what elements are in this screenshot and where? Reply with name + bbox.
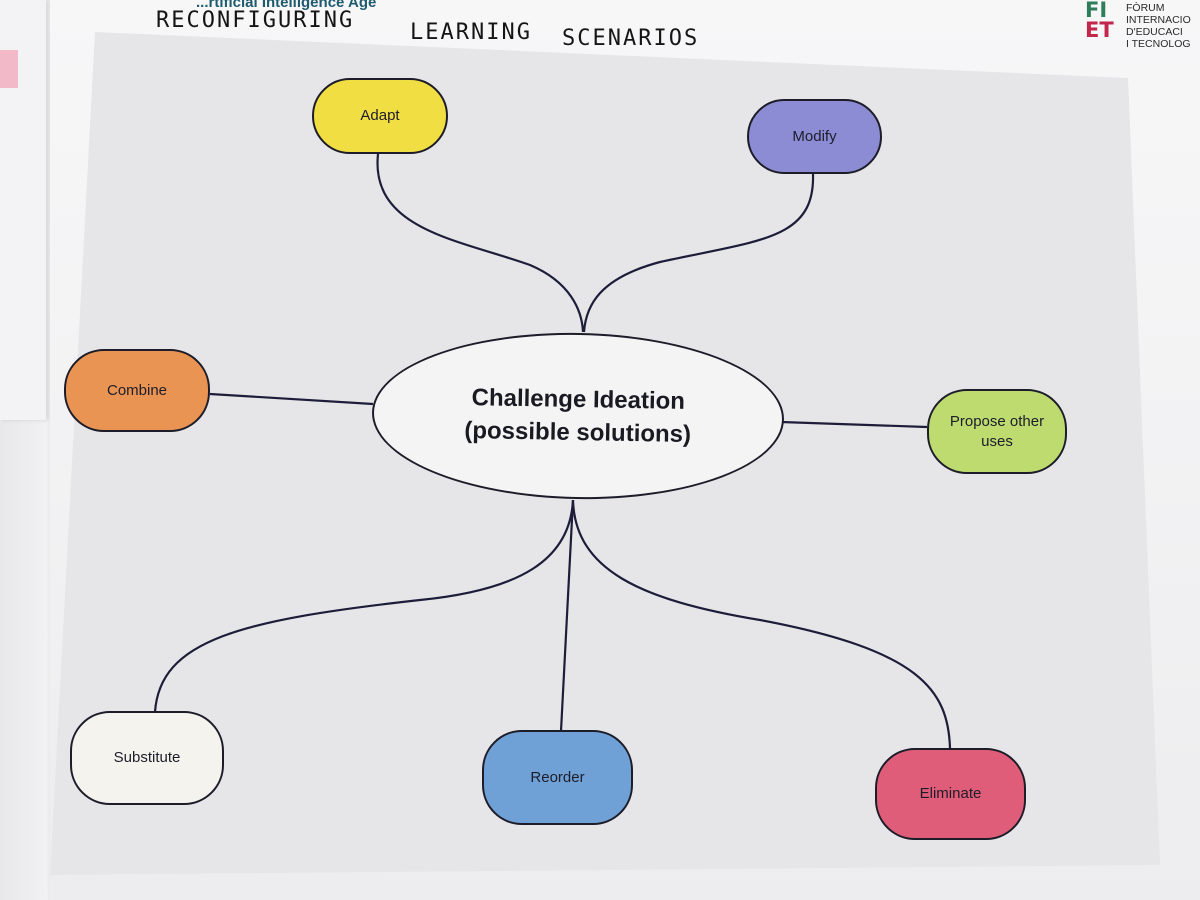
- pink-note: [0, 50, 18, 88]
- central-node-line-1: Challenge Ideation: [471, 384, 686, 415]
- node-eliminate: Eliminate: [875, 748, 1026, 840]
- node-adapt: Adapt: [312, 78, 448, 154]
- node-substitute-label: Substitute: [113, 749, 181, 766]
- logo-mark-bottom: ET: [1085, 18, 1114, 42]
- node-adapt-label: Adapt: [360, 107, 400, 124]
- node-modify-label: Modify: [792, 127, 837, 145]
- node-reorder-label: Reorder: [530, 768, 585, 786]
- node-propose-other-uses: Propose other uses: [927, 389, 1067, 474]
- fiet-logo: FI ET FÒRUM INTERNACIO D'EDUCACI I TECNO…: [1085, 0, 1200, 60]
- logo-mark-top: FI: [1085, 0, 1108, 22]
- logo-text: FÒRUM INTERNACIO D'EDUCACI I TECNOLOG: [1126, 2, 1191, 50]
- node-combine: Combine: [64, 349, 210, 432]
- node-eliminate-label: Eliminate: [919, 785, 982, 802]
- handwritten-title-word-2: LEARNING: [410, 20, 532, 45]
- event-title: ...rtificial Intelligence Age: [196, 0, 377, 11]
- fiet-logo-mark: FI ET: [1085, 0, 1114, 42]
- logo-line-1: FÒRUM: [1126, 2, 1165, 14]
- node-substitute: Substitute: [70, 711, 224, 805]
- node-propose-label: Propose other uses: [949, 412, 1045, 450]
- handwritten-title-word-1: RECONFIGURING: [156, 8, 355, 33]
- central-node-line-2: (possible solutions): [464, 417, 692, 448]
- node-reorder: Reorder: [482, 730, 633, 825]
- handwritten-title-word-3: SCENARIOS: [562, 26, 700, 51]
- logo-line-4: I TECNOLOG: [1126, 38, 1191, 50]
- logo-line-3: D'EDUCACI: [1126, 26, 1183, 38]
- logo-line-2: INTERNACIO: [1126, 14, 1191, 26]
- node-combine-label: Combine: [106, 381, 168, 399]
- node-modify: Modify: [747, 99, 882, 174]
